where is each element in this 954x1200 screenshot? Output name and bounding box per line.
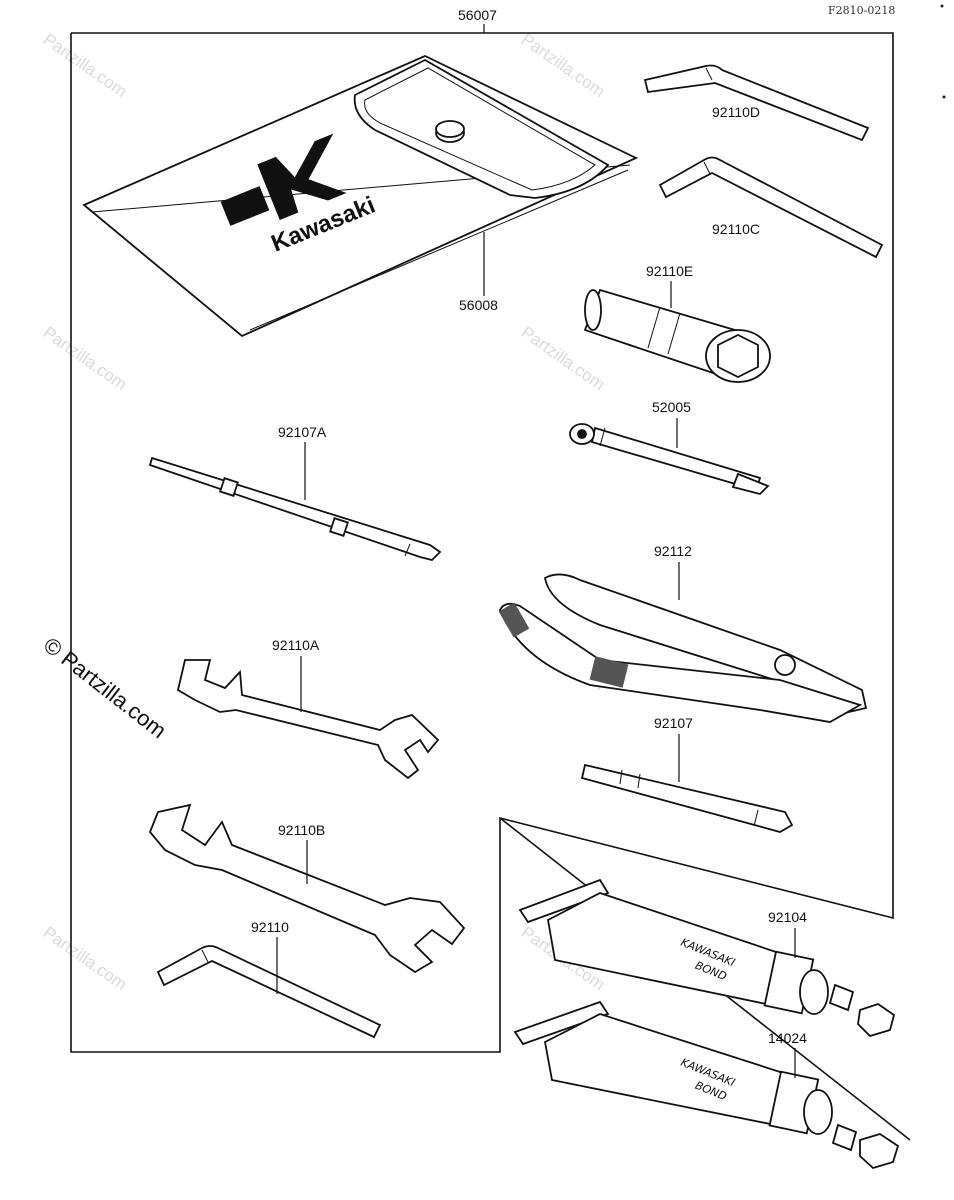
part-label-screwdriver: 92107	[654, 715, 693, 731]
watermark-text: Partzilla.com	[40, 923, 131, 994]
part-label-pliers: 92112	[654, 543, 692, 559]
watermark-text: Partzilla.com	[40, 323, 131, 394]
bond-tube-14024	[513, 1000, 900, 1170]
part-label-screwdriver-a: 92107A	[278, 424, 327, 440]
watermark-text: Partzilla.com	[40, 30, 131, 101]
part-label-wrench-a: 92110A	[272, 637, 320, 653]
screwdriver-a	[148, 456, 442, 561]
part-label-spark-plug-tool: 52005	[652, 399, 691, 415]
part-label-bond-tube-1: 92104	[768, 909, 807, 925]
watermark-text: Partzilla.com	[518, 30, 609, 101]
spark-plug-tool	[569, 423, 770, 496]
part-label-socket-wrench: 92110E	[646, 263, 693, 279]
diagram-ref-code: F2810-0218	[828, 4, 895, 17]
part-label-pouch: 56008	[459, 297, 498, 313]
socket-wrench	[583, 288, 771, 383]
pliers	[498, 573, 868, 723]
hex-wrench-c	[658, 156, 884, 259]
open-wrench-a	[176, 659, 440, 780]
part-label-bond-tube-2: 14024	[768, 1030, 807, 1046]
hex-wrench-d	[643, 64, 870, 142]
part-label-hex-wrench-c: 92110C	[712, 221, 760, 237]
watermark-main: © Partzilla.com	[39, 632, 171, 743]
open-wrench-b	[148, 803, 466, 974]
part-label-hex-wrench-d: 92110D	[712, 104, 760, 120]
tool-pouch	[82, 55, 639, 338]
part-label-kit: 56007	[458, 7, 497, 23]
part-label-hex-wrench: 92110	[251, 919, 289, 935]
part-label-wrench-b: 92110B	[278, 822, 325, 838]
screwdriver	[580, 763, 794, 833]
hex-wrench	[156, 945, 382, 1039]
bond-tube-92104	[518, 878, 896, 1038]
